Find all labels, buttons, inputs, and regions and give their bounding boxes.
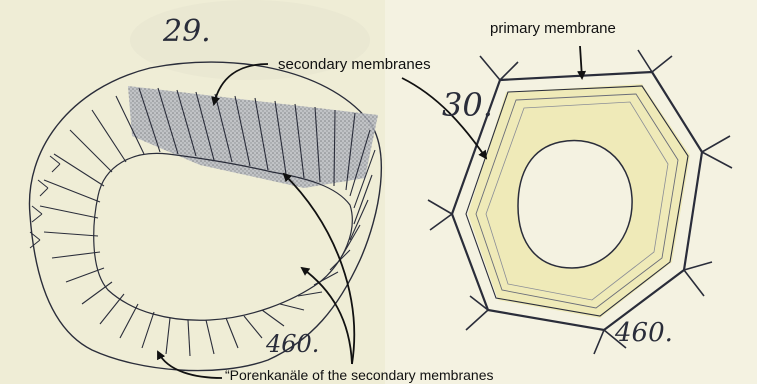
label-porenkanale: “Porenkanäle of the secondary membranes: [225, 367, 493, 383]
fig29-number: 29.: [163, 14, 211, 49]
label-secondary-membranes: secondary membranes: [278, 56, 431, 73]
fig29-scale: 460.: [266, 330, 319, 358]
fig30-number: 30.: [442, 86, 493, 124]
fig30-lumen: [518, 141, 632, 268]
fig30-scale: 460.: [615, 318, 673, 348]
label-primary-membrane: primary membrane: [490, 20, 616, 37]
